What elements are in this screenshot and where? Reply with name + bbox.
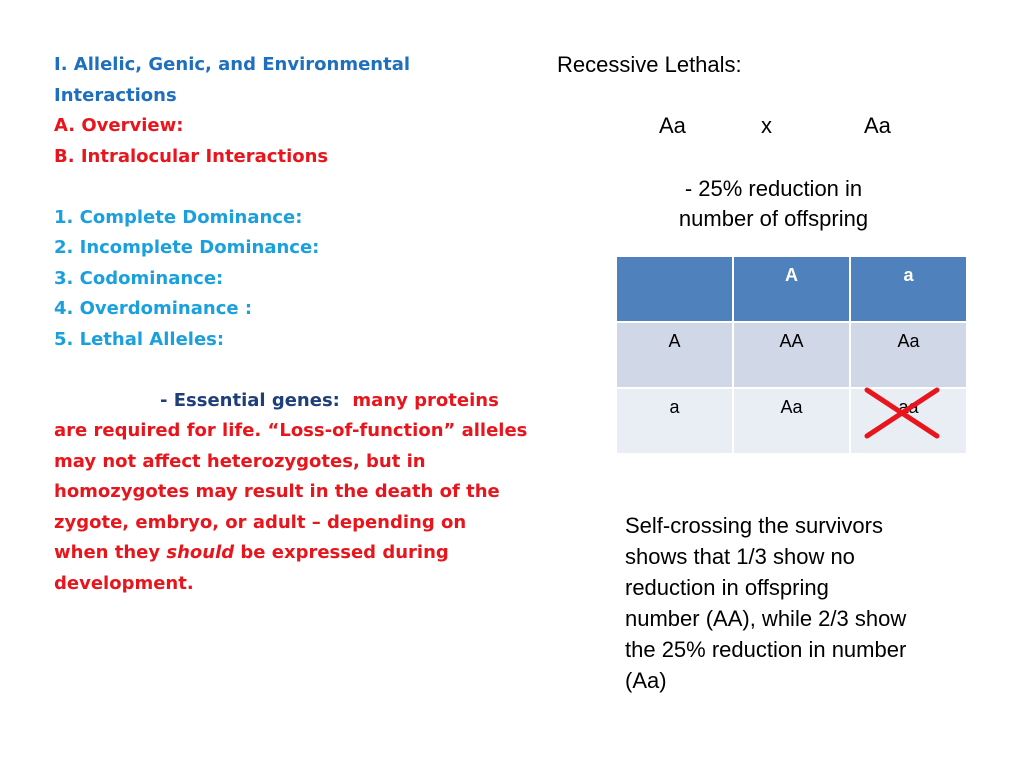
body-line-5-pre: when they (54, 542, 167, 563)
cross-parent-left: Aa (659, 113, 686, 138)
overview-heading: A. Overview: (54, 115, 184, 136)
punnett-cell: AA (732, 321, 851, 389)
punnett-header-cell: A (732, 255, 851, 323)
body-line-5-post: be expressed during (234, 542, 449, 563)
body-line-4: zygote, embryo, or adult – depending on (54, 511, 467, 533)
spacer (54, 355, 554, 386)
heading-line-1: I. Allelic, Genic, and Environmental (54, 54, 411, 75)
heading-line-2: Interactions (54, 84, 177, 106)
recessive-lethals-title: Recessive Lethals: (557, 52, 742, 77)
punnett-cell-lethal: aa (849, 387, 968, 455)
list-item-incomplete-dominance: 2. Incomplete Dominance: (54, 237, 320, 258)
body-line-5-italic: should (166, 542, 235, 563)
punnett-row-label: a (615, 387, 734, 455)
reduction-line-2: number of offspring (678, 206, 869, 231)
survivors-line: Self-crossing the survivors (625, 513, 883, 538)
list-item-complete-dominance: 1. Complete Dominance: (54, 206, 303, 228)
punnett-header-cell: a (849, 255, 968, 323)
survivors-line: shows that 1/3 show no (625, 544, 855, 569)
body-line-5: when they should be expressed during (54, 538, 554, 569)
body-line-6: development. (54, 572, 194, 594)
intralocular-heading: B. Intralocular Interactions (54, 145, 329, 167)
list-item-codominance: 3. Codominance: (54, 267, 224, 289)
list-item-overdominance: 4. Overdominance : (54, 298, 253, 319)
cross-parent-right: Aa (864, 113, 891, 138)
left-text-column: I. Allelic, Genic, and Environmental Int… (54, 50, 554, 599)
body-line-2: may not affect heterozygotes, but in (54, 450, 426, 472)
punnett-row-label: A (615, 321, 734, 389)
essential-genes-text: many proteins (352, 389, 499, 411)
body-line-3: homozygotes may result in the death of t… (54, 481, 500, 502)
list-item-lethal-alleles: 5. Lethal Alleles: (54, 328, 225, 350)
punnett-row: A AA Aa (615, 321, 968, 389)
essential-genes-line: - Essential genes: many proteins (54, 386, 554, 417)
survivors-line: (Aa) (625, 668, 667, 693)
punnett-header-row: A a (615, 255, 968, 323)
punnett-cell: Aa (732, 387, 851, 455)
survivors-line: the 25% reduction in number (625, 637, 907, 662)
reduction-line-1: - 25% reduction in (684, 176, 863, 201)
lethal-genotype: aa (898, 397, 919, 417)
punnett-row: a Aa aa (615, 387, 968, 455)
survivors-line: reduction in offspring (625, 575, 829, 600)
cross-x: x (761, 113, 772, 138)
punnett-cell: Aa (849, 321, 968, 389)
punnett-square: A a A AA Aa a Aa aa (615, 255, 968, 455)
essential-genes-label: - Essential genes: (160, 389, 340, 411)
reduction-note: - 25% reduction in number of offspring (656, 174, 891, 234)
survivors-line: number (AA), while 2/3 show (625, 606, 907, 631)
body-line-1: are required for life. “Loss-of-function… (54, 420, 528, 441)
punnett-corner-cell (615, 255, 734, 323)
spacer (54, 172, 554, 203)
survivors-note: Self-crossing the survivors shows that 1… (625, 510, 965, 696)
